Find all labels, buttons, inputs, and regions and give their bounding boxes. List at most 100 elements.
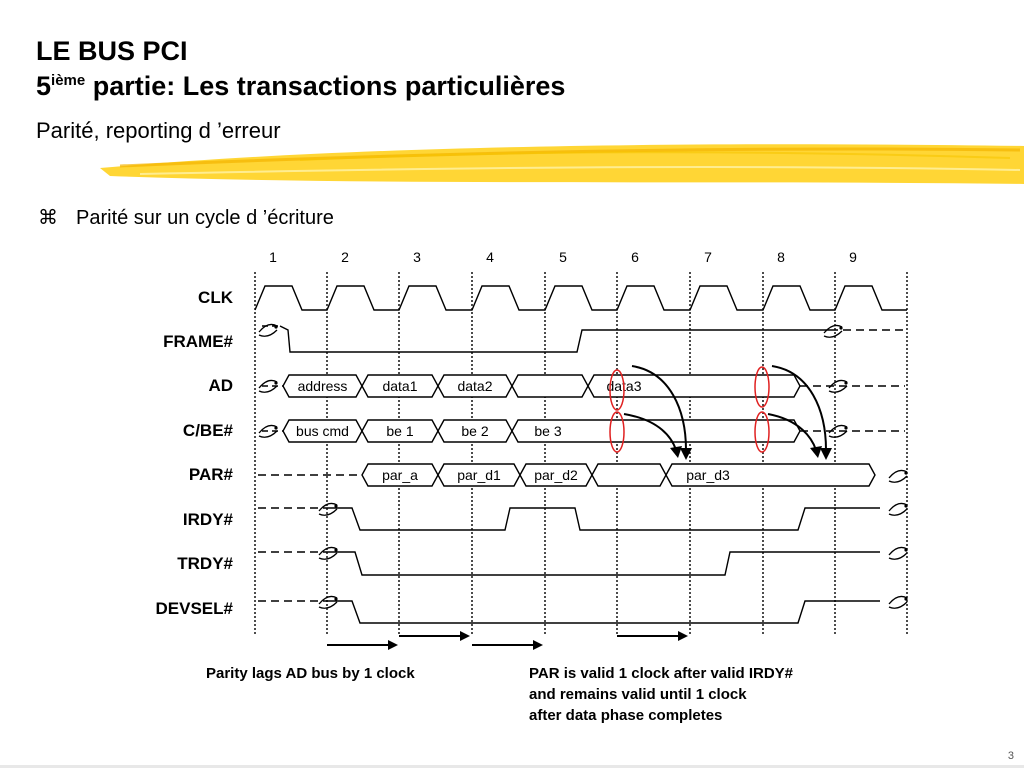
cbe-to-par-arrow [623, 413, 677, 451]
lag-arrow-head [460, 631, 470, 641]
bullet-item: ⌘ Parité sur un cycle d ’écriture [38, 206, 334, 230]
slide-subtitle: Parité, reporting d ’erreur [36, 118, 281, 143]
irdy-turnaround-icon [904, 504, 908, 508]
note-par-valid-line: after data phase completes [529, 707, 722, 724]
irdy-waveform [330, 507, 880, 531]
slide-title: LE BUS PCI 5ième partie: Les transaction… [36, 36, 565, 101]
signal-label: C/BE# [183, 421, 234, 440]
cbe-to-par-arrow-head [670, 446, 682, 458]
ad-to-par-arrow [631, 365, 687, 451]
cbe-phase-label: be 2 [461, 423, 488, 439]
signal-label: IRDY# [183, 510, 234, 529]
clock-number: 8 [777, 249, 785, 265]
irdy-turnaround-icon [318, 502, 338, 512]
highlighter-stroke [100, 144, 1024, 184]
trdy-turnaround-icon [888, 552, 908, 560]
lag-arrow-head [678, 631, 688, 641]
clock-number: 7 [704, 249, 712, 265]
red-marker-ellipse [609, 369, 625, 411]
bullet-text: Parité sur un cycle d ’écriture [76, 207, 334, 229]
frame-turnaround-icon [258, 323, 278, 333]
par-turnaround-icon [904, 471, 908, 475]
irdy-turnaround-icon [888, 502, 908, 512]
clock-number: 1 [269, 249, 277, 265]
ad-to-par-arrow [771, 365, 827, 451]
note-par-valid-line: and remains valid until 1 clock [529, 686, 747, 703]
title-superscript: ième [51, 72, 86, 89]
signal-label: TRDY# [177, 554, 233, 573]
signal-label: FRAME# [163, 332, 233, 351]
page-number: 3 [1007, 750, 1014, 762]
footer-divider [0, 765, 1024, 768]
ad-phase-label: data2 [457, 378, 492, 394]
clock-number: 6 [631, 249, 639, 265]
irdy-turnaround-icon [888, 508, 908, 516]
clk-waveform [254, 285, 907, 311]
red-marker-ellipse [754, 411, 770, 453]
ad-to-par-arrow-head [820, 448, 832, 460]
par-turnaround-icon [888, 475, 908, 483]
trdy-turnaround-icon [888, 546, 908, 556]
par-phase-label: par_a [382, 467, 418, 483]
signal-label: AD [208, 376, 233, 395]
title-text: partie: Les transactions particulières [85, 71, 566, 101]
par-turnaround-icon [888, 469, 908, 479]
cbe-turnaround-icon [274, 426, 278, 430]
ad-bus-segment [511, 374, 589, 398]
lag-arrow-head [388, 640, 398, 650]
par-phase-label: par_d3 [686, 467, 730, 483]
devsel-turnaround-icon [888, 601, 908, 609]
ad-turnaround-icon [828, 385, 848, 393]
ad-to-par-arrow-head [680, 448, 692, 460]
clock-number: 4 [486, 249, 494, 265]
devsel-waveform [330, 600, 880, 624]
cbe-to-par-arrow-head [810, 446, 822, 458]
trdy-turnaround-icon [334, 548, 338, 552]
ad-turnaround-icon [828, 379, 848, 389]
signal-label: PAR# [189, 465, 234, 484]
trdy-turnaround-icon [318, 546, 338, 556]
title-line-2: 5ième partie: Les transactions particuli… [36, 66, 565, 101]
trdy-waveform [330, 551, 880, 576]
ad-turnaround-icon [258, 379, 278, 389]
par-bus-segment [591, 463, 667, 487]
title-line-1: LE BUS PCI [36, 36, 188, 66]
irdy-turnaround-icon [334, 504, 338, 508]
frame-turnaround-icon [823, 330, 843, 338]
frame-turnaround-icon [274, 325, 278, 329]
ad-turnaround-icon [274, 381, 278, 385]
devsel-turnaround-icon [318, 601, 338, 609]
cbe-turnaround-icon [828, 424, 848, 434]
clock-number: 5 [559, 249, 567, 265]
par-phase-label: par_d2 [534, 467, 578, 483]
cbe-turnaround-icon [828, 430, 848, 438]
frame-waveform [279, 325, 830, 353]
clock-number: 2 [341, 249, 349, 265]
cbe-turnaround-icon [258, 430, 278, 438]
trdy-turnaround-icon [904, 548, 908, 552]
signal-label: DEVSEL# [156, 599, 234, 618]
red-marker-ellipse [754, 366, 770, 408]
cbe-phase-label: be 1 [386, 423, 413, 439]
trdy-turnaround-icon [318, 552, 338, 560]
par-phase-label: par_d1 [457, 467, 501, 483]
cbe-to-par-arrow [767, 413, 817, 451]
clock-number: 9 [849, 249, 857, 265]
bullet-icon: ⌘ [38, 207, 58, 229]
devsel-turnaround-icon [904, 597, 908, 601]
note-par-valid-line: PAR is valid 1 clock after valid IRDY# [529, 665, 794, 682]
ad-turnaround-icon [844, 381, 848, 385]
cbe-turnaround-icon [258, 424, 278, 434]
devsel-turnaround-icon [318, 595, 338, 605]
title-number: 5 [36, 71, 52, 101]
cbe-phase-label: bus cmd [296, 423, 349, 439]
lag-arrow-head [533, 640, 543, 650]
ad-turnaround-icon [258, 385, 278, 393]
note-parity-lag: Parity lags AD bus by 1 clock [206, 665, 415, 682]
frame-turnaround-icon [839, 326, 843, 330]
ad-phase-label: data1 [382, 378, 417, 394]
signal-label: CLK [198, 288, 234, 307]
red-marker-ellipse [609, 411, 625, 453]
